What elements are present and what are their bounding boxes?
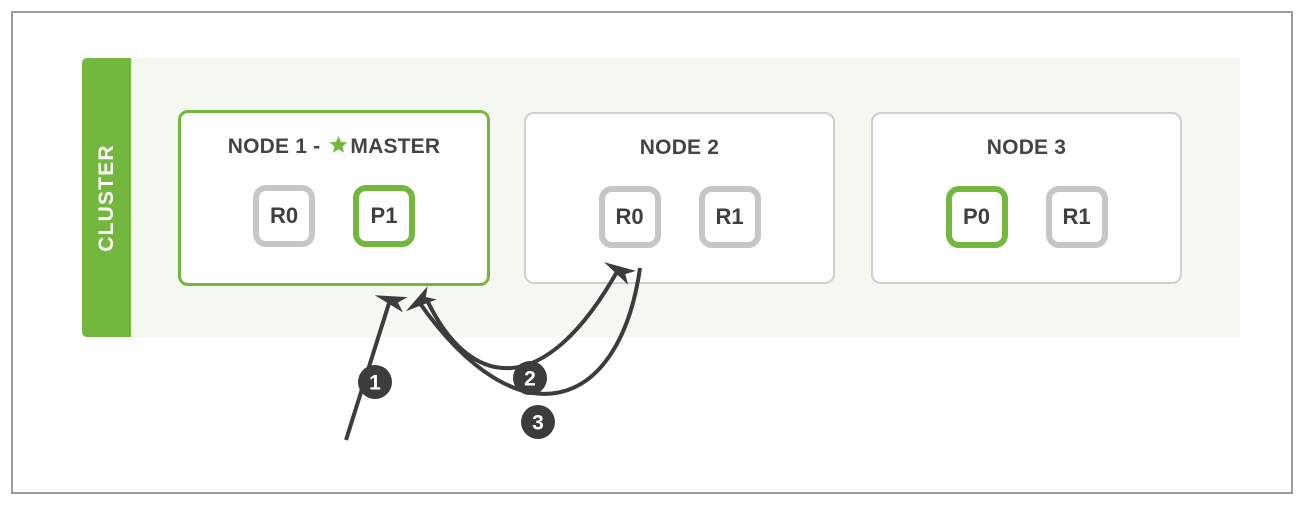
node-1-title-suffix: MASTER <box>350 135 441 158</box>
node-3-shards: P0 R1 <box>873 186 1180 248</box>
node-1-shards: R0 P1 <box>181 185 487 247</box>
node-box-2[interactable]: NODE 2 R0 R1 <box>524 112 835 284</box>
cluster-tab: CLUSTER <box>82 58 131 337</box>
shard-p1-node1[interactable]: P1 <box>353 185 415 247</box>
shard-r1-node2[interactable]: R1 <box>698 186 761 248</box>
node-box-1[interactable]: NODE 1 - MASTER R0 P1 <box>178 110 490 286</box>
node-2-title: NODE 2 <box>639 136 720 159</box>
shard-p0-node3[interactable]: P0 <box>945 186 1008 248</box>
node-box-3[interactable]: NODE 3 P0 R1 <box>871 112 1182 284</box>
node-3-title: NODE 3 <box>986 136 1067 159</box>
shard-r1-node3[interactable]: R1 <box>1045 186 1108 248</box>
node-1-title-prefix: NODE 1 - <box>227 135 327 158</box>
shard-r0-node1[interactable]: R0 <box>253 185 315 247</box>
node-2-shards: R0 R1 <box>526 186 833 248</box>
cluster-tab-label: CLUSTER <box>94 143 118 252</box>
node-1-title: NODE 1 - MASTER <box>181 135 487 160</box>
star-icon <box>329 135 348 160</box>
shard-r0-node2[interactable]: R0 <box>598 186 661 248</box>
